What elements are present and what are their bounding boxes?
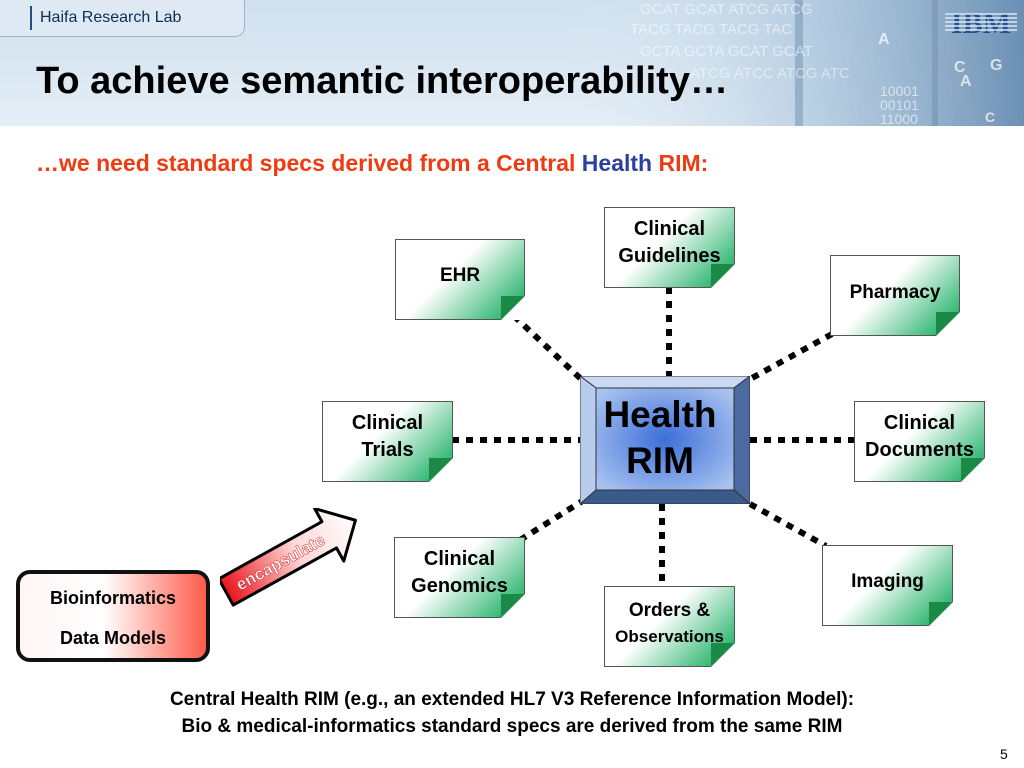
binary-row: 11000 xyxy=(880,111,918,126)
header-banner: GCAT GCAT ATCG ATCG TACG TACG TACG TAC G… xyxy=(0,0,1024,126)
binary-row: 10001 xyxy=(880,83,919,99)
slide-title: To achieve semantic interoperability… xyxy=(36,60,728,102)
node-label: Clinical xyxy=(423,548,496,570)
tab-accent-bar xyxy=(30,6,32,30)
node-clinical-trials: Clinical Trials xyxy=(322,401,453,482)
binary-row: 00101 xyxy=(880,97,919,113)
node-label: Observations xyxy=(615,627,724,646)
page-fold xyxy=(961,458,985,482)
dna-row: TACG TACG TACG TAC xyxy=(630,21,792,38)
dna-letter: G xyxy=(990,57,1002,74)
lab-name: Haifa Research Lab xyxy=(40,9,182,26)
node-ehr: EHR xyxy=(395,239,525,320)
caption-line-1: Central Health RIM (e.g., an extended HL… xyxy=(169,689,855,710)
subtitle-health-word: Health xyxy=(581,150,653,176)
page-fold xyxy=(711,264,735,288)
dna-row: GCAT GCAT ATCG ATCG xyxy=(640,1,813,18)
slide-subtitle: …we need standard specs derived from a C… xyxy=(36,150,708,177)
dna-sequence-background: GCAT GCAT ATCG ATCG TACG TACG TACG TAC G… xyxy=(560,0,1024,126)
dna-letter: C xyxy=(985,109,995,125)
node-label: Genomics xyxy=(411,575,508,597)
node-label: EHR xyxy=(439,265,481,286)
rim-line-1: Health xyxy=(603,394,717,435)
bioinformatics-box: Bioinformatics Data Models xyxy=(16,570,210,662)
dna-row: GCTA GCTA GCAT GCAT xyxy=(640,43,813,60)
dna-row: ATCG ATCC ATCG ATC xyxy=(690,65,850,82)
node-label: Orders & xyxy=(628,600,711,621)
rim-line-2: RIM xyxy=(626,440,694,481)
health-rim-box xyxy=(580,376,750,504)
bio-line-2: Data Models xyxy=(59,628,167,648)
page-fold xyxy=(429,458,453,482)
node-label: Trials xyxy=(361,439,414,461)
node-clinical-genomics: Clinical Genomics xyxy=(394,537,525,618)
page-number: 5 xyxy=(1000,746,1008,762)
node-label: Pharmacy xyxy=(849,282,941,303)
connector-genomics xyxy=(518,497,586,543)
encapsulate-arrow: encapsulate xyxy=(220,508,357,607)
node-clinical-guidelines: Clinical Guidelines xyxy=(604,207,735,288)
subtitle-part-3: RIM: xyxy=(652,150,709,176)
dna-letter: A xyxy=(878,31,890,48)
node-label: Clinical xyxy=(633,218,706,240)
connector-imaging xyxy=(748,501,828,549)
dna-letter: A xyxy=(960,73,972,90)
connector-pharmacy xyxy=(750,331,834,381)
bio-line-1: Bioinformatics xyxy=(49,588,177,608)
node-orders-observations: Orders & Observations xyxy=(604,586,735,667)
node-label: Documents xyxy=(865,439,974,461)
connector-ehr xyxy=(511,313,585,383)
subtitle-part-1: …we need standard specs derived from a C… xyxy=(36,150,582,176)
lab-name-tab: Haifa Research Lab xyxy=(0,0,245,37)
caption-line-2: Bio & medical-informatics standard specs… xyxy=(181,716,843,737)
page-fold xyxy=(501,296,525,320)
node-label: Imaging xyxy=(851,571,924,592)
page-fold xyxy=(936,312,960,336)
dna-letter: C xyxy=(954,59,966,76)
page-fold xyxy=(929,602,953,626)
node-clinical-documents: Clinical Documents xyxy=(854,401,985,482)
node-pharmacy: Pharmacy xyxy=(830,255,960,336)
ibm-logo-text: IBM xyxy=(951,7,1011,40)
node-label: Clinical xyxy=(351,412,424,434)
node-label: Guidelines xyxy=(618,245,721,267)
ibm-logo: IBM xyxy=(945,7,1017,40)
page-fold xyxy=(501,594,525,618)
node-imaging: Imaging xyxy=(822,545,953,626)
page-fold xyxy=(711,643,735,667)
node-label: Clinical xyxy=(883,412,956,434)
health-rim-label: Health RIM xyxy=(580,392,740,484)
